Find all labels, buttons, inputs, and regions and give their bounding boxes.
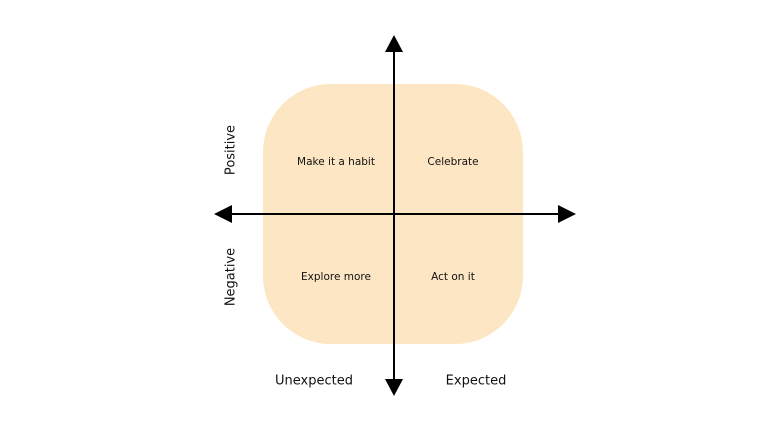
quadrant-label-bottom-right: Act on it <box>431 271 475 283</box>
quadrant-label-top-left: Make it a habit <box>297 156 375 168</box>
left-arrowhead <box>214 205 232 223</box>
down-arrowhead <box>385 379 403 396</box>
axis-label-positive: Positive <box>223 124 239 176</box>
quadrant-label-top-right: Celebrate <box>427 156 479 168</box>
right-arrowhead <box>558 205 576 223</box>
quadrant-label-bottom-left: Explore more <box>301 271 371 283</box>
axis-label-expected: Expected <box>445 373 507 389</box>
axis-label-negative: Negative <box>223 247 239 307</box>
axis-label-unexpected: Unexpected <box>275 373 353 389</box>
up-arrowhead <box>385 35 403 52</box>
